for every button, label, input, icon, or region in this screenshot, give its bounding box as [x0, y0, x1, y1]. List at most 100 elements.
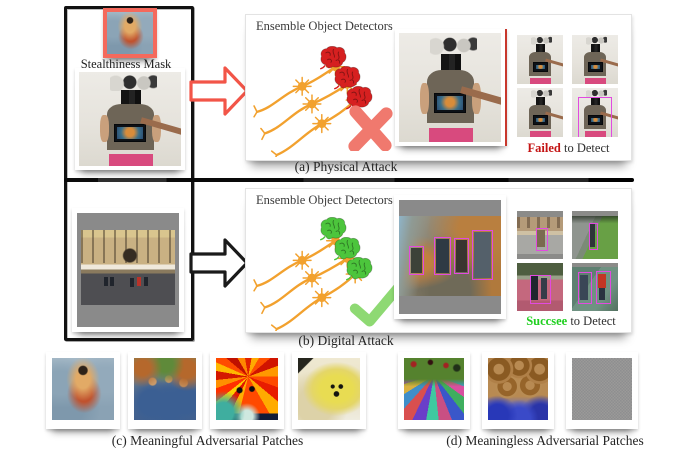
detection-thumb: [572, 263, 618, 311]
digital-input-photo: [72, 208, 184, 332]
red-block-arrow-icon: [189, 66, 249, 116]
person-pants: [530, 130, 551, 137]
detection-thumb: [517, 263, 563, 311]
failed-result-text: Failed to Detect: [506, 141, 631, 156]
detection-thumb: [517, 211, 563, 259]
adversarial-tablet: [113, 123, 147, 142]
drone-icon: [585, 89, 607, 98]
failed-rest: to Detect: [560, 141, 610, 155]
hiker: [456, 240, 468, 272]
hiker: [474, 232, 491, 279]
person-head: [590, 97, 601, 106]
digital-detector-panel: Ensemble Object Detectors: [245, 188, 632, 333]
person-pants: [428, 127, 474, 142]
detection-box: [588, 222, 599, 251]
success-result-text: Succsee to Detect: [506, 314, 636, 329]
person-head: [120, 89, 142, 106]
adversarial-tablet: [587, 114, 604, 126]
adversarial-tablet: [433, 92, 467, 114]
detection-box: [578, 96, 612, 137]
patch-donut-rings: [482, 352, 554, 429]
pedestrian: [580, 274, 589, 301]
detection-thumb: [517, 35, 563, 84]
patch-image: [134, 358, 196, 420]
hiker: [411, 248, 423, 274]
mountain-image: [399, 200, 501, 314]
pedestrian: [597, 273, 607, 288]
adversarial-tablet: [587, 61, 604, 73]
detected-photo-large: [394, 195, 506, 319]
detection-box: [536, 228, 548, 252]
physical-detector-panel: Ensemble Object Detectors: [245, 14, 632, 161]
patch-rainbow-field: [398, 352, 470, 429]
pedestrian: [103, 276, 108, 286]
meaningless-patches-group: [398, 352, 638, 429]
pedestrian: [530, 276, 539, 301]
person-head: [535, 97, 546, 106]
patch-image: [572, 358, 632, 420]
patch-image: [404, 358, 464, 420]
black-block-arrow-icon: [189, 238, 249, 288]
stealthiness-frame: [64, 6, 194, 341]
drone-icon: [585, 36, 607, 45]
pedestrian: [129, 278, 134, 288]
adversarial-tablet: [532, 61, 549, 73]
pedestrian: [540, 278, 548, 300]
person-head: [590, 44, 601, 53]
success-rest: to Detect: [567, 314, 616, 328]
caption-physical-attack: (a) Physical Attack: [294, 159, 398, 174]
patch-image: [216, 358, 278, 420]
pedestrian: [589, 224, 596, 247]
detection-thumb: [572, 35, 618, 84]
pedestrian: [537, 230, 545, 248]
person-arm: [152, 115, 161, 142]
physical-input-photo: [75, 68, 185, 170]
pedestrian: [598, 287, 606, 301]
person-scene: [399, 33, 501, 142]
detection-grid-digital: [517, 211, 618, 311]
person-arm: [100, 115, 109, 142]
ensemble-detectors-label: Ensemble Object Detectors: [256, 19, 393, 33]
detection-box: [578, 271, 593, 305]
check-icon: [349, 281, 405, 327]
person-scene: [79, 72, 181, 166]
patch-image: [52, 358, 114, 420]
patch-image: [298, 358, 360, 420]
pedestrian: [143, 276, 148, 286]
failed-highlight: Failed: [527, 141, 561, 155]
mask-patch-image: [107, 12, 153, 54]
ensemble-detectors-label: Ensemble Object Detectors: [256, 193, 393, 207]
detection-box: [595, 270, 611, 305]
detection-thumb: [572, 88, 618, 137]
detection-grid-physical: [517, 35, 618, 137]
person-head: [535, 44, 546, 53]
person-pants: [108, 153, 154, 166]
stealthiness-mask-label: Stealthiness Mask: [80, 57, 172, 71]
drone-icon: [530, 36, 552, 45]
detection-thumb: [517, 88, 563, 137]
patch-blue-crowd: [128, 352, 202, 429]
person-arm: [472, 83, 481, 114]
patch-yellow-dog: [292, 352, 366, 429]
plaza-image: [77, 213, 179, 327]
detection-box: [409, 246, 425, 276]
cross-icon: [348, 105, 393, 151]
separator-line: [64, 178, 634, 182]
person-pants: [585, 77, 606, 84]
pedestrian: [110, 277, 115, 287]
caption-meaningless-patches: (d) Meaningless Adversarial Patches: [446, 433, 644, 448]
caption-digital-attack: (b) Digital Attack: [298, 333, 394, 348]
drone-icon: [109, 74, 157, 91]
patch-baby-crowd: [46, 352, 120, 429]
meaningful-patches-group: [46, 352, 366, 429]
mountain-scene: [399, 215, 501, 296]
patch-gray-noise: [566, 352, 638, 429]
adversarial-tablet: [532, 114, 549, 126]
detection-box: [433, 236, 451, 276]
person-head: [440, 53, 462, 73]
detection-box: [529, 274, 552, 305]
undetected-photo-large: [395, 29, 507, 146]
green-brain-icon: [346, 257, 373, 281]
detection-box: [454, 238, 470, 274]
plaza-scene: [81, 230, 175, 306]
